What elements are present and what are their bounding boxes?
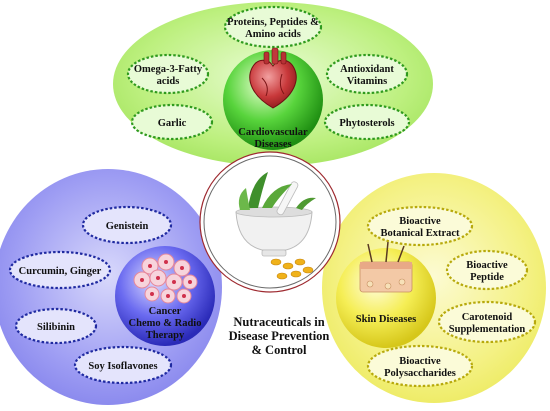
cardio-items (126, 5, 411, 141)
skin-item-peptide (445, 249, 529, 291)
cancer-item-silibinin (14, 307, 98, 345)
cardio-item-label-4: Phytosterols (339, 118, 394, 129)
skin-center-label: Skin Diseases (356, 314, 416, 325)
mortar-pestle-icon (235, 172, 316, 257)
cancer-item-label-3: Soy Isoflavones (88, 361, 157, 372)
cancer-items (8, 205, 173, 385)
cancer-item-curcumin (8, 250, 112, 290)
cardio-item-proteins (223, 5, 323, 49)
cancer-item-label-2: Silibinin (37, 322, 75, 333)
cancer-item-soy (73, 345, 173, 385)
skin-item-polysaccharides (366, 344, 474, 388)
skin-items (366, 205, 537, 388)
skin-layers-icon (359, 241, 413, 293)
cardio-item-omega (126, 53, 210, 95)
cardio-item-garlic (130, 103, 214, 141)
cancer-item-label-0: Genistein (106, 221, 149, 232)
skin-item-carotenoid (437, 300, 537, 344)
cardio-item-phytosterols (323, 103, 411, 141)
cancer-cell-nuclei (140, 260, 192, 298)
cancer-item-label-1: Curcumin, Ginger (19, 266, 102, 277)
cardio-item-label-3: Garlic (158, 118, 187, 129)
cardio-item-label-0: Proteins, Peptides &Amino acids (227, 17, 319, 40)
skin-item-botanical (366, 205, 474, 247)
cardio-item-antioxidant (325, 53, 409, 95)
cancer-item-genistein (81, 205, 173, 245)
capsules-icon (270, 258, 314, 280)
heart-icon (249, 47, 297, 109)
